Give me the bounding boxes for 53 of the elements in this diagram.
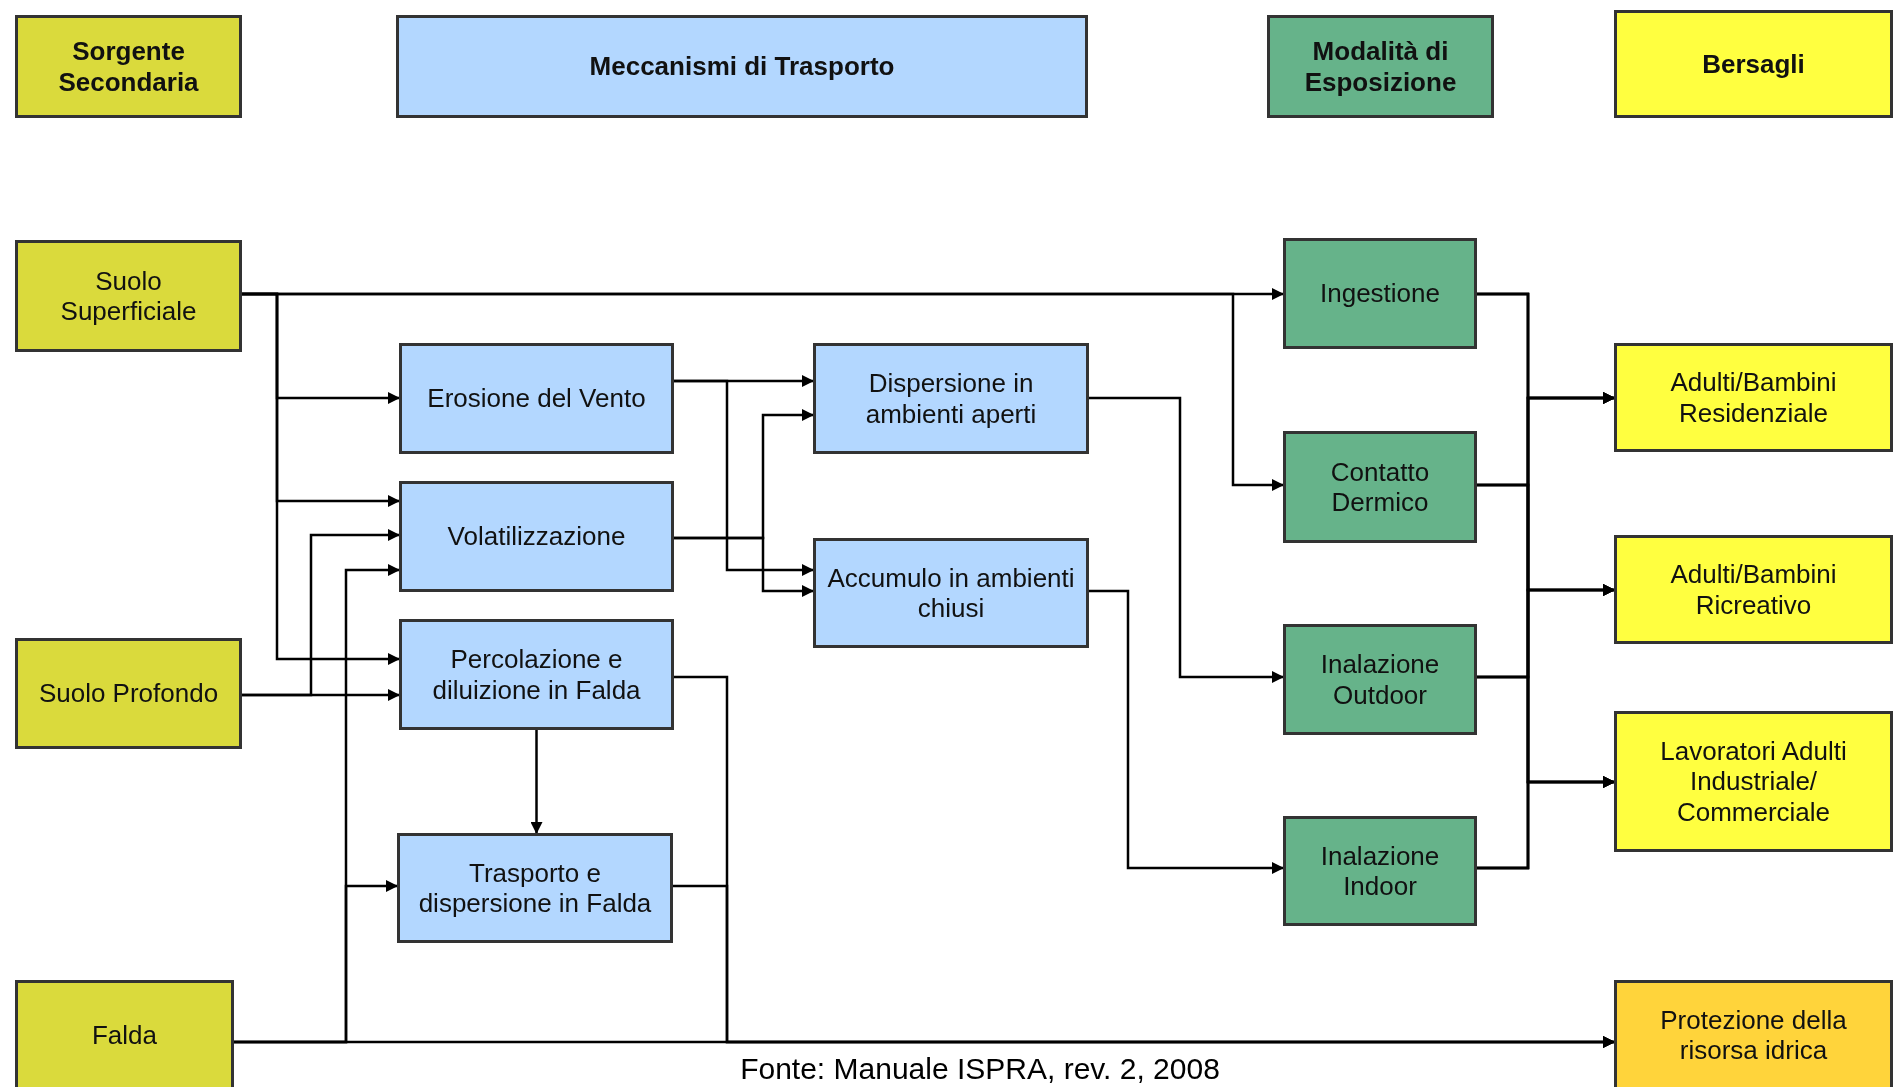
process-box: [399, 343, 674, 454]
node-label: Dispersione in ambienti aperti: [864, 368, 1038, 429]
node-label: Adulti/Bambini Residenziale: [1669, 367, 1838, 428]
node-label: Adulti/Bambini Ricreativo: [1669, 559, 1838, 620]
node-label: Inalazione Indoor: [1319, 840, 1441, 902]
node-label: Lavoratori Adulti Industriale/ Commerciale: [1659, 735, 1848, 828]
arrow: [242, 292, 400, 665]
node-label: Meccanismi di Trasporto: [589, 51, 895, 82]
process-box: [397, 833, 673, 943]
process-box: [1283, 624, 1477, 735]
arrow: [674, 379, 814, 576]
process-box: [15, 240, 242, 352]
process-box: [1614, 980, 1893, 1087]
node-label: Inalazione Outdoor: [1319, 649, 1441, 710]
arrow: [1477, 776, 1615, 870]
arrow: [1089, 589, 1284, 874]
node-label: Erosione del Vento: [427, 383, 646, 414]
node-label: Falda: [91, 1019, 157, 1051]
arrow: [674, 536, 814, 597]
process-box: [1283, 431, 1477, 543]
node-label: Bersagli: [1702, 48, 1805, 80]
process-box: [1283, 816, 1477, 926]
node-label: Ingestione: [1320, 278, 1440, 309]
node-label: Sorgente Secondaria: [57, 36, 200, 97]
process-box: [1614, 535, 1893, 644]
header-box: [1267, 15, 1494, 118]
node-label: Percolazione e diluizione in Falda: [431, 644, 642, 705]
process-box: [399, 481, 674, 592]
arrow: [673, 884, 1615, 1048]
node-label: Accumulo in ambienti chiusi: [826, 562, 1076, 624]
caption: Fonte: Manuale ISPRA, rev. 2, 2008: [739, 1052, 1221, 1086]
node-label: Trasporto e dispersione in Falda: [417, 857, 653, 919]
process-box: [15, 980, 234, 1087]
arrow: [234, 880, 398, 1044]
node-label: Suolo Profondo: [38, 678, 219, 709]
header-box: [396, 15, 1088, 118]
header-box: [1614, 10, 1893, 118]
node-label: Modalità di Esposizione: [1303, 36, 1458, 97]
process-box: [1283, 238, 1477, 349]
node-label: Volatilizzazione: [447, 521, 626, 552]
node-label: Suolo Superficiale: [59, 265, 198, 327]
header-box: [15, 15, 242, 118]
node-label: Protezione della risorsa idrica: [1659, 1004, 1848, 1066]
process-box: [1614, 343, 1893, 452]
process-box: [813, 538, 1089, 648]
node-label: Contatto Dermico: [1329, 456, 1431, 518]
process-box: [399, 619, 674, 730]
process-box: [813, 343, 1089, 454]
arrow: [242, 529, 400, 697]
arrow: [1089, 396, 1284, 683]
process-box: [15, 638, 242, 749]
process-box: [1614, 711, 1893, 852]
arrow: [530, 730, 543, 834]
